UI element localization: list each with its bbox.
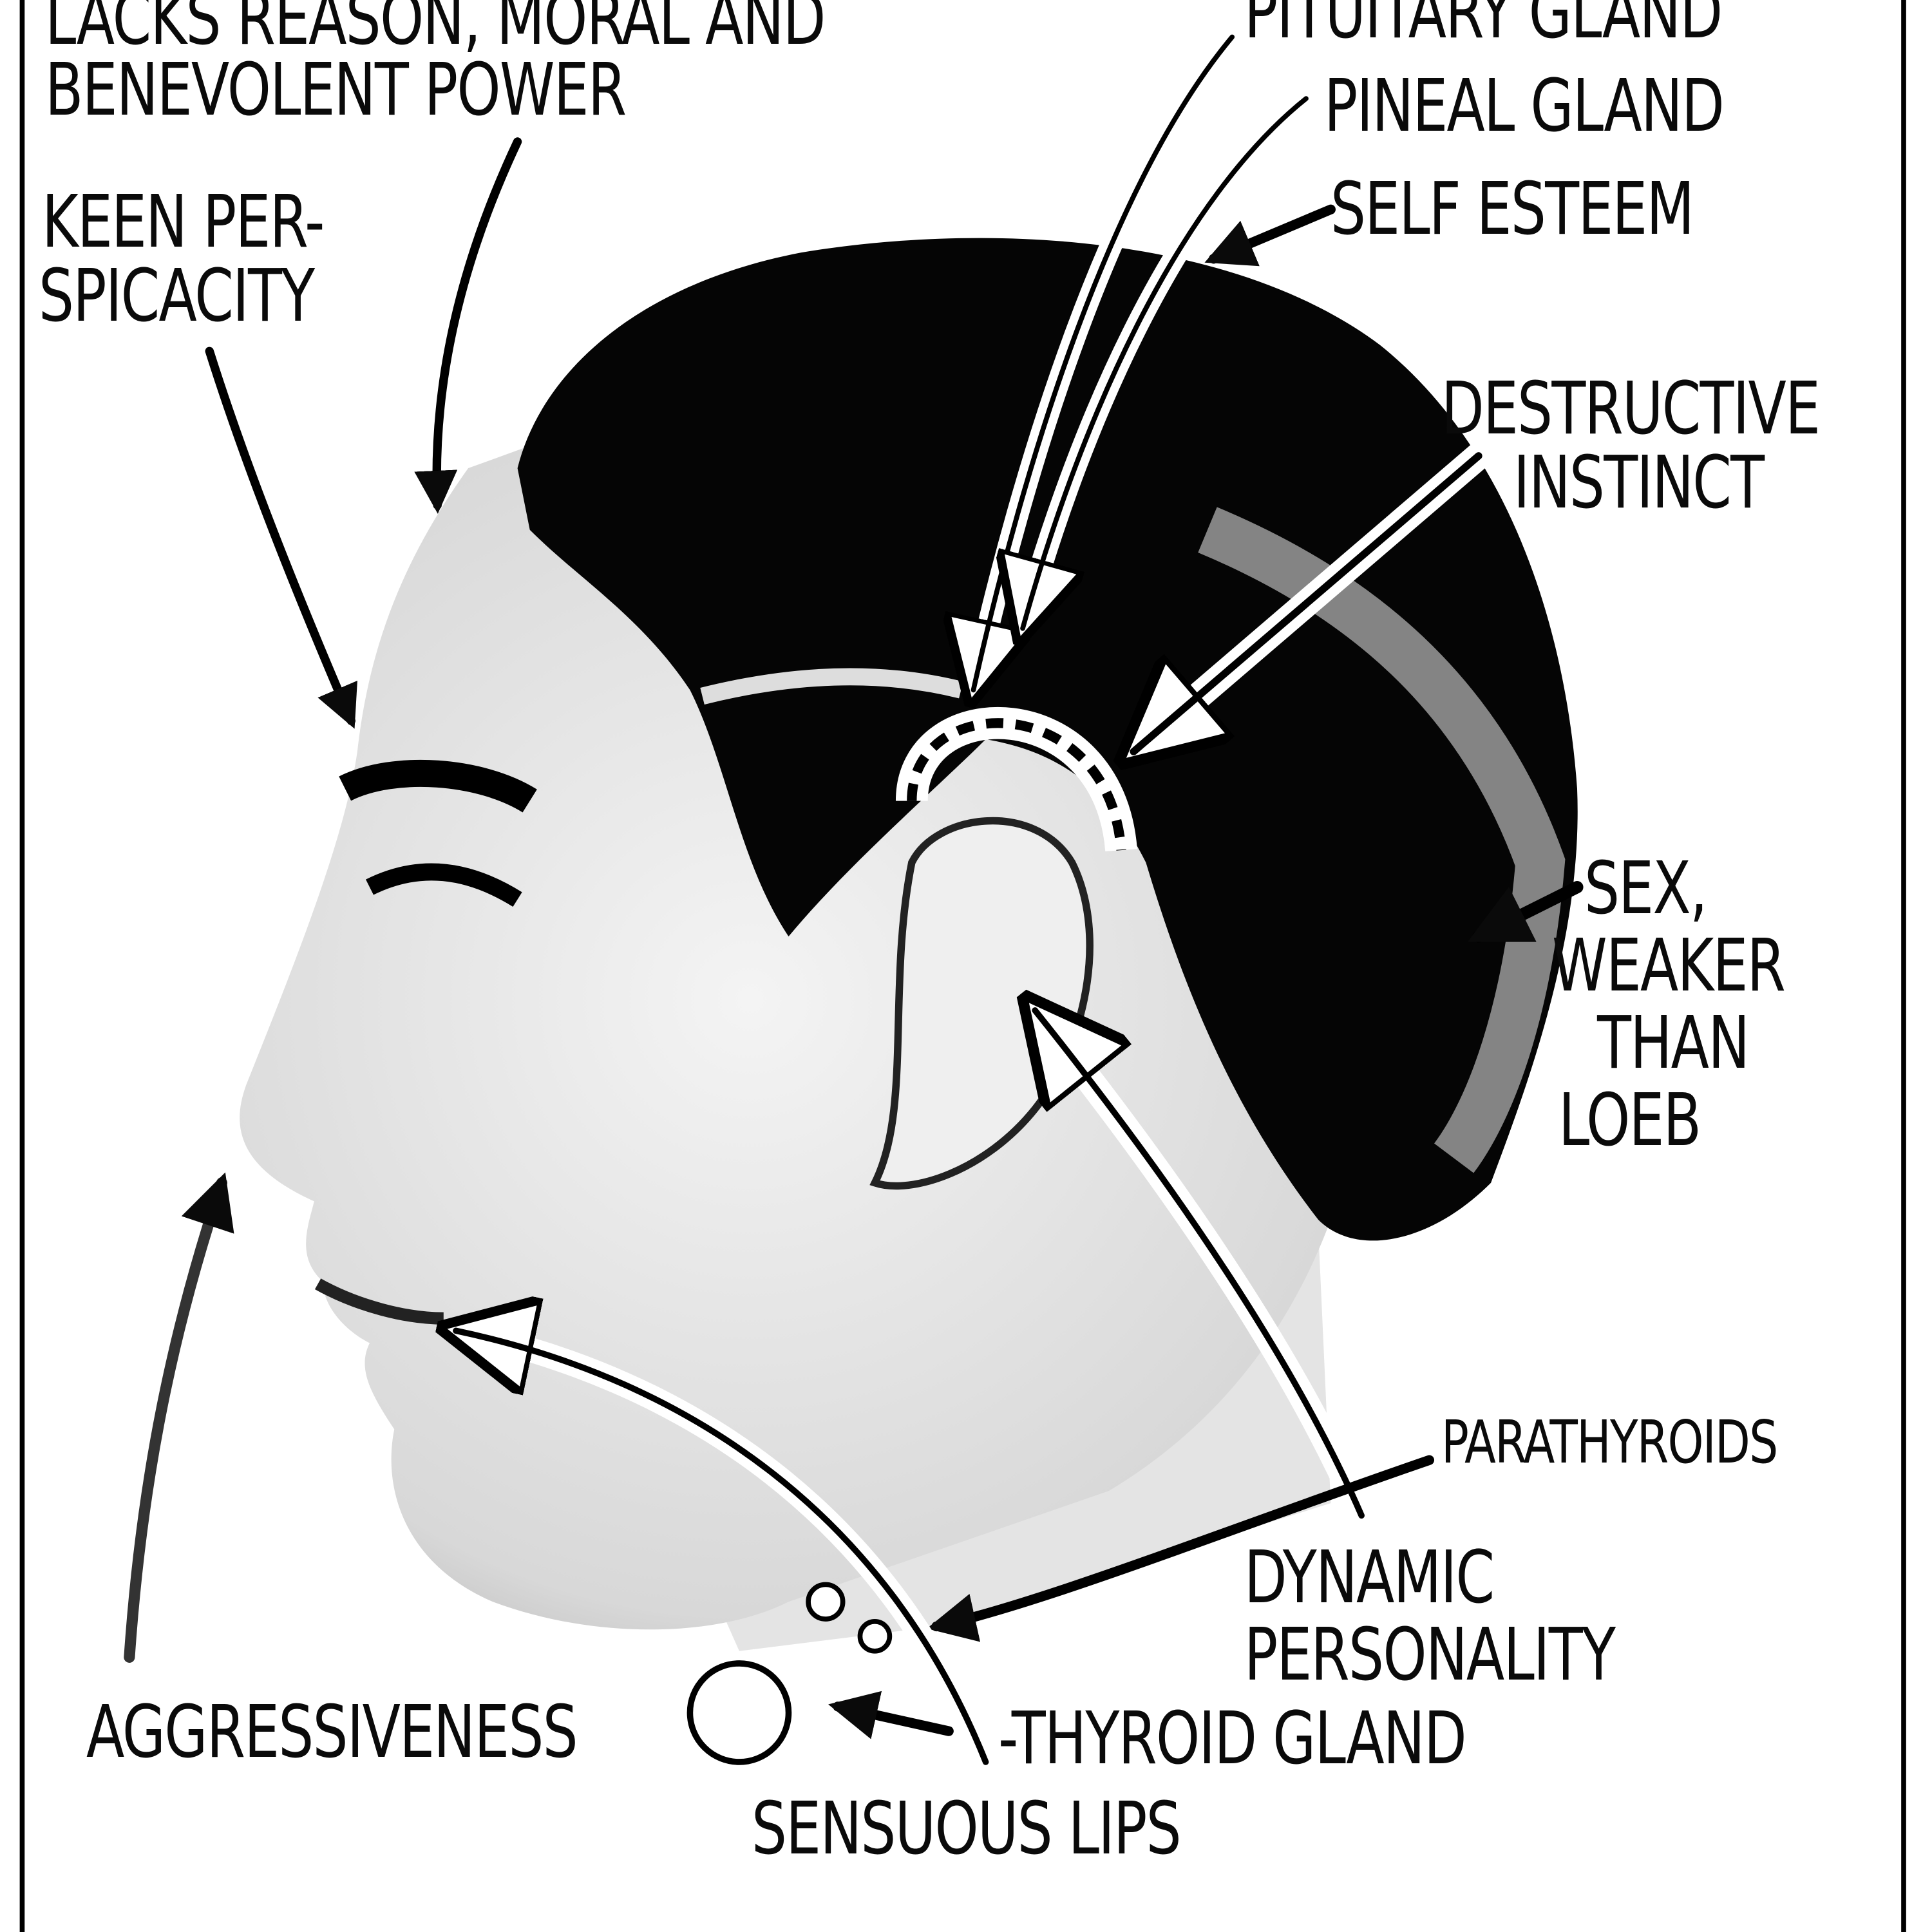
label-parathyroids: PARATHYROIDS: [1441, 1408, 1778, 1477]
arrow-thyroid: [828, 1690, 954, 1739]
parathyroid-1: [806, 1582, 846, 1622]
label-sex-3: THAN: [1597, 1001, 1750, 1085]
label-aggressiveness: AGGRESSIVENESS: [86, 1690, 578, 1774]
arrow-self-esteem: [1204, 204, 1336, 267]
thyroid-gland: [687, 1660, 792, 1765]
label-lacks-reason-1: LACKS REASON, MORAL AND: [45, 0, 826, 61]
arrow-sex: [1467, 880, 1584, 943]
label-sex-1: SEX,: [1584, 847, 1707, 931]
label-sensuous-lips: SENSUOUS LIPS: [752, 1787, 1182, 1871]
label-lacks-reason-2: BENEVOLENT POWER: [45, 48, 627, 132]
label-self-esteem: SELF ESTEEM: [1331, 167, 1694, 251]
label-keen-2: SPICACITY: [39, 254, 315, 338]
arrow-keen-perspicacity: [205, 346, 357, 729]
label-dynamic-1: DYNAMIC: [1244, 1536, 1495, 1620]
hair-highlight: [700, 668, 963, 705]
label-destructive-2: INSTINCT: [1513, 441, 1765, 525]
label-keen-1: KEEN PER-: [42, 180, 325, 264]
label-dynamic-2: PERSONALITY: [1244, 1613, 1616, 1697]
label-pituitary: PITUITARY GLAND: [1244, 0, 1723, 55]
label-sex-2: WEAKER: [1552, 924, 1786, 1008]
arrow-lacks-reason: [414, 137, 522, 514]
label-thyroid: -THYROID GLAND: [998, 1697, 1467, 1781]
arrow-parathyroids: [927, 1455, 1435, 1642]
label-sex-4: LOEB: [1558, 1079, 1701, 1162]
eyebrow: [339, 759, 537, 813]
parathyroid-2: [857, 1619, 893, 1654]
label-destructive-1: DESTRUCTIVE: [1441, 367, 1821, 451]
eye: [365, 863, 522, 907]
label-pineal: PINEAL GLAND: [1324, 64, 1725, 148]
arrow-aggressiveness: [124, 1172, 234, 1663]
